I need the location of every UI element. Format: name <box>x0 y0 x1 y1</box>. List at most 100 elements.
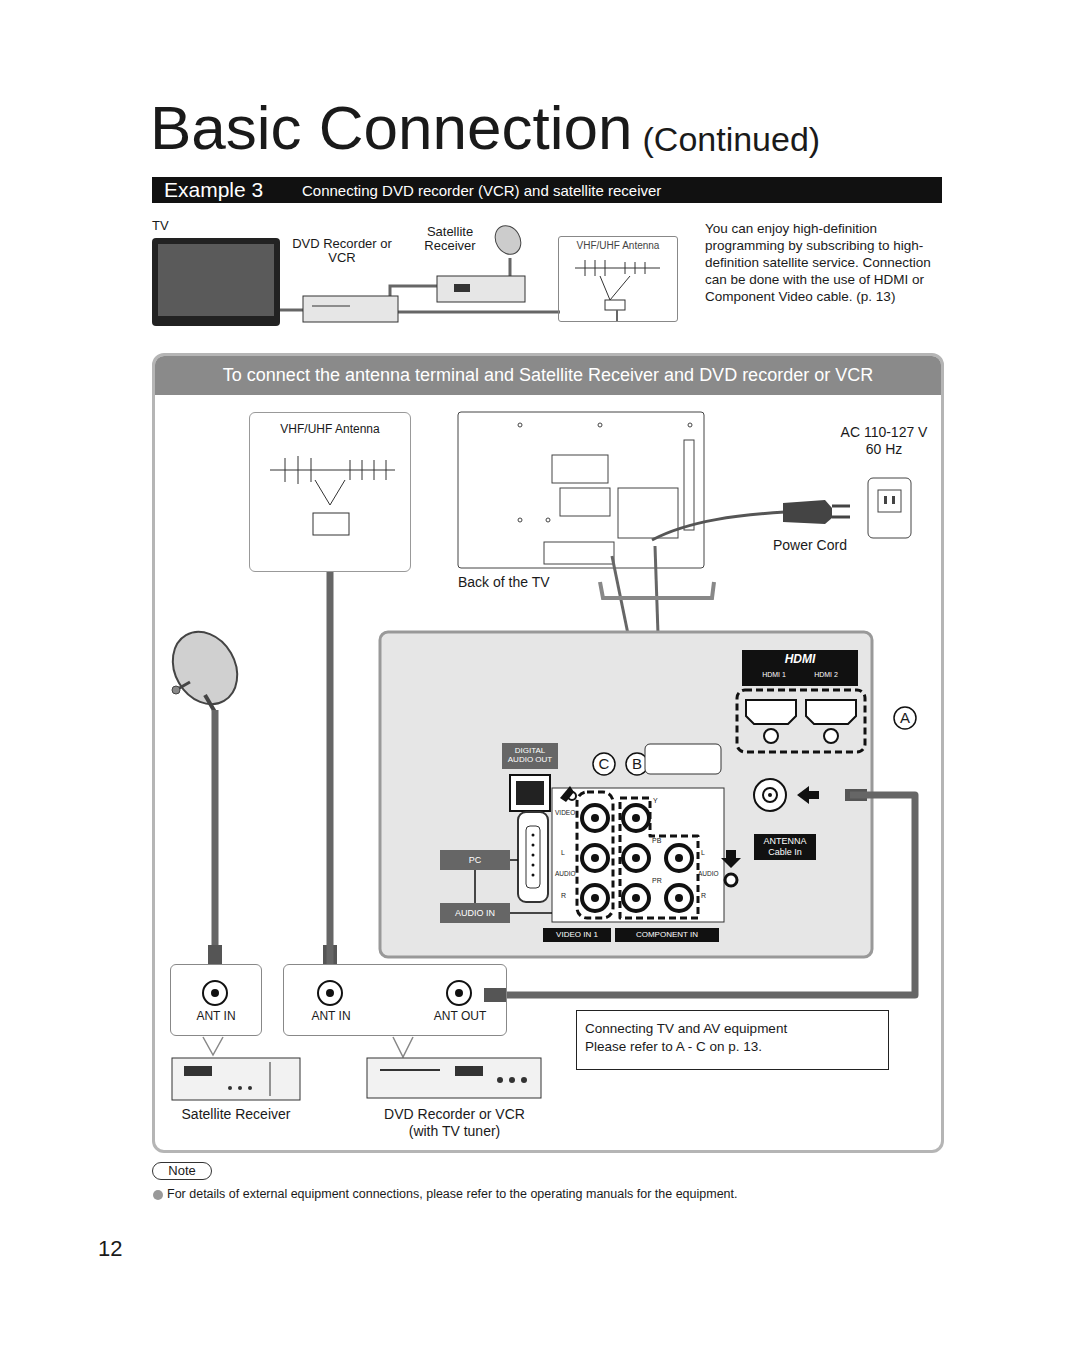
zoom-leader-part <box>612 556 628 634</box>
callout-letter: C <box>594 755 614 773</box>
rear-jacks-part-part <box>532 834 535 837</box>
tv-back-part <box>688 423 692 427</box>
device-label: Satellite Receiver <box>176 1106 296 1122</box>
rear-jacks-part <box>645 744 721 774</box>
rear-jacks-part-part <box>666 885 692 911</box>
tv-front-part <box>158 244 274 316</box>
device-label: DVD Recorder or VCR <box>292 237 392 264</box>
node-text: Example 3 <box>152 178 302 202</box>
receiver-devices-part <box>184 1066 212 1076</box>
receiver-devices-part <box>248 1086 252 1090</box>
callout-circles-part <box>894 707 916 729</box>
dvd-recorder-icon <box>303 296 398 322</box>
reference-box: Connecting TV and AV equipmentPlease ref… <box>576 1010 889 1070</box>
satellite-dish-part <box>160 620 250 716</box>
node-text: VHF/UHF Antenna <box>559 237 677 251</box>
port-label: COMPONENT IN <box>615 928 719 942</box>
satellite-receiver-icon-part <box>454 284 470 292</box>
top-wiring-part <box>390 286 437 296</box>
small-antenna-part <box>605 260 606 276</box>
small-antenna <box>575 260 660 322</box>
rear-jacks-part-part <box>632 894 640 902</box>
hdmi-label: HDMIHDMI 1HDMI 2 <box>742 650 858 686</box>
rear-jacks-part <box>591 814 683 902</box>
rear-jacks-part-part <box>532 844 535 847</box>
rear-jacks-part <box>510 912 552 914</box>
rear-jacks-part-part <box>532 874 535 877</box>
power-cord-part <box>832 516 850 519</box>
node-text: DIGITAL AUDIO OUT <box>504 746 556 764</box>
tv-back-part <box>546 518 550 522</box>
node-text: ANT IN <box>291 1009 371 1023</box>
jack-label: L <box>701 849 711 857</box>
box-jacks-part <box>203 981 227 1005</box>
rear-jacks-part <box>577 792 613 918</box>
satellite-receiver-icon <box>437 276 525 302</box>
power-cord-part <box>832 505 850 508</box>
jack-label: PR <box>652 877 664 885</box>
rear-jacks-part-part <box>632 854 640 862</box>
rear-jacks-part <box>510 859 518 861</box>
connection-panel: To connect the antenna terminal and Sate… <box>152 353 944 1153</box>
cable-plugs <box>323 789 867 1002</box>
small-antenna-part <box>635 262 636 274</box>
device-label: TV <box>152 219 192 234</box>
top-wiring-part <box>398 311 560 314</box>
power-cord-part <box>868 478 911 538</box>
port-label: DIGITAL AUDIO OUT <box>502 743 558 769</box>
rear-jacks-part <box>582 805 692 911</box>
receiver-devices-part <box>455 1066 483 1076</box>
jack-label: PB <box>652 837 664 845</box>
jack-label: L <box>561 849 571 857</box>
rear-jacks-part-part <box>623 845 649 871</box>
satellite-dish-part <box>208 945 222 964</box>
receiver-devices-part <box>270 1062 271 1096</box>
antenna-jack-part <box>721 850 741 868</box>
power-cord-part <box>892 496 895 504</box>
tv-back-part <box>560 488 610 516</box>
description-text: You can enjoy high-definition programmin… <box>705 220 945 305</box>
panel-antenna-part <box>350 460 351 480</box>
antenna-jack <box>721 779 819 886</box>
tv-back <box>458 412 704 568</box>
rear-jacks-part <box>620 798 698 918</box>
part-label: Power Cord <box>773 537 883 553</box>
node-text: ANT IN <box>171 1009 261 1023</box>
antenna-box: VHF/UHF Antenna <box>249 412 411 572</box>
rear-jacks-part-part <box>591 814 599 822</box>
port-label: VIDEO IN 1 <box>543 928 611 942</box>
rear-jacks-part <box>552 788 724 922</box>
rear-jacks-part <box>518 812 548 902</box>
jack-label: AUDIO <box>555 870 579 877</box>
box-jacks-part <box>447 981 471 1005</box>
node-text: To connect the antenna terminal and Sate… <box>155 356 941 395</box>
zoom-panel-part <box>380 632 872 957</box>
node-text: HDMI 2 <box>800 670 852 683</box>
zoom-leader-part <box>655 546 658 634</box>
power-rating: AC 110-127 V 60 Hz <box>834 424 934 458</box>
note-bullet <box>153 1190 163 1200</box>
page-title: Basic Connection <box>150 97 633 159</box>
small-dish-part <box>490 221 526 259</box>
rear-jacks-part-part <box>623 805 649 831</box>
tv-front <box>152 238 280 326</box>
receiver-devices-part <box>238 1086 242 1090</box>
jack-label: R <box>701 892 711 900</box>
example-band: Example 3Connecting DVD recorder (VCR) a… <box>152 177 942 203</box>
zoom-leader <box>600 546 714 634</box>
rear-jacks-part <box>532 834 535 877</box>
rear-jacks-part-part <box>666 845 692 871</box>
node-text: ANTENNA Cable In <box>754 834 816 860</box>
small-antenna-part <box>595 260 596 276</box>
rear-jacks-part-part <box>623 885 649 911</box>
panel-antenna-part <box>285 458 286 482</box>
satellite-dish-part <box>172 686 180 694</box>
jack-label: R <box>561 892 571 900</box>
node-text: Note <box>153 1163 211 1179</box>
rear-jacks-part-part <box>675 854 683 862</box>
antenna-jack-part <box>725 874 737 886</box>
page-number: 12 <box>98 1236 138 1261</box>
receiver-devices-part <box>380 1069 440 1071</box>
callout-wedges-part <box>393 1037 413 1057</box>
power-cord-part <box>878 490 901 512</box>
